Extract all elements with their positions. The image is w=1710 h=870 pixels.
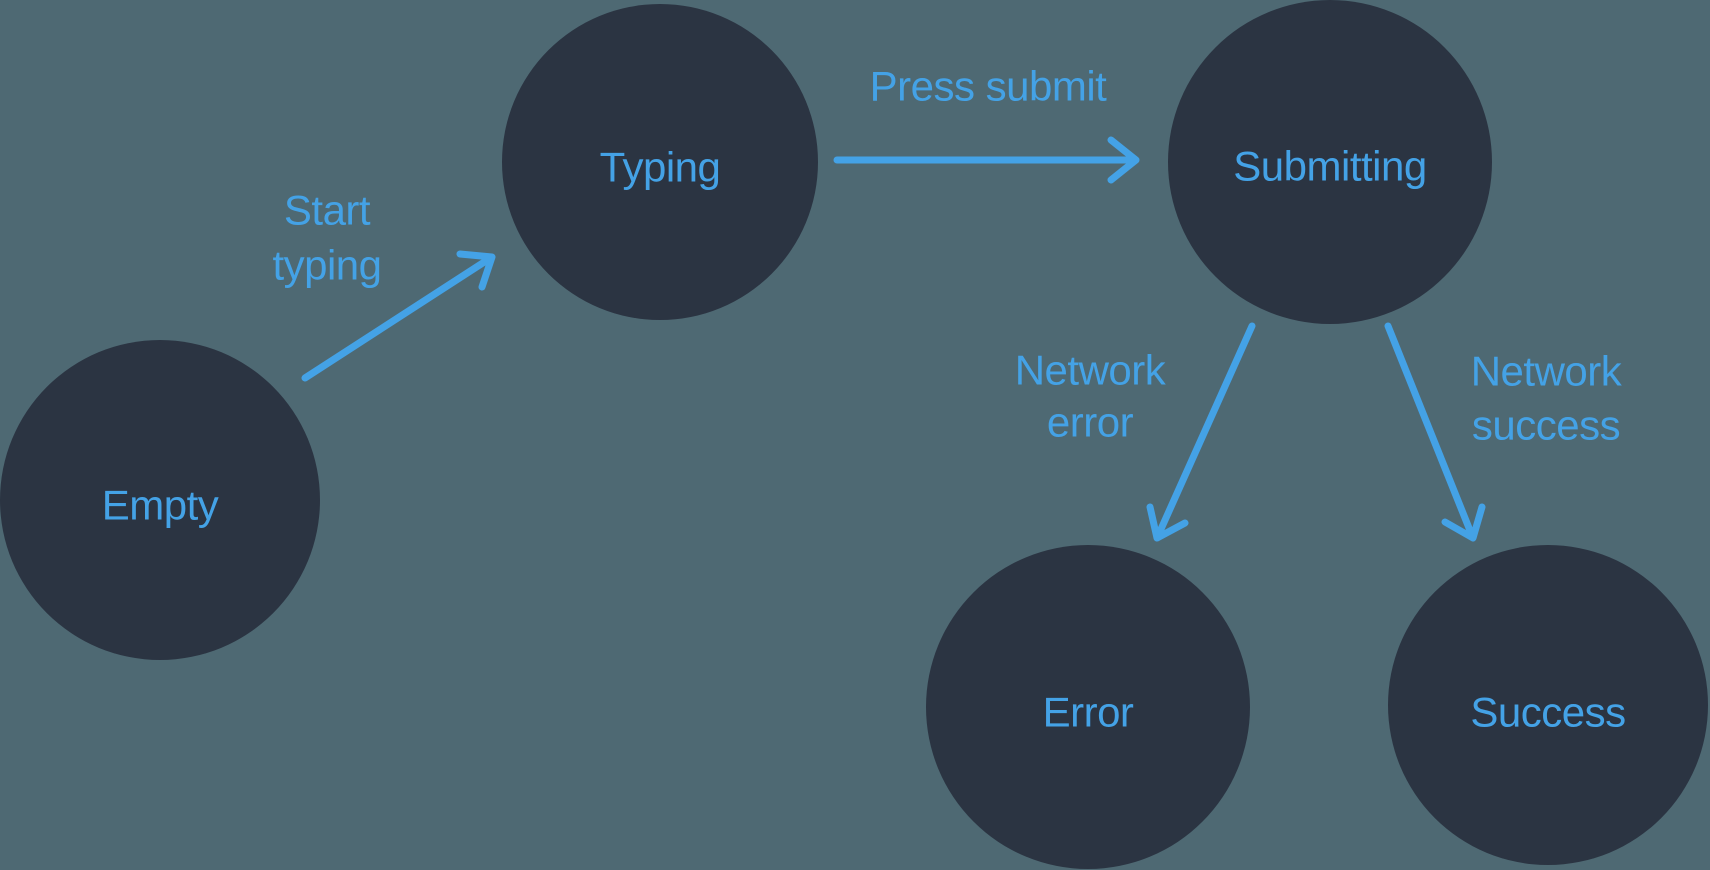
state-circle-typing: [502, 4, 818, 320]
state-node-error: Error: [926, 545, 1250, 869]
transition-press-submit: Press submit: [833, 63, 1140, 184]
transition-label-start-typing-line2: typing: [272, 242, 381, 289]
arrow-typing-to-submitting: [833, 136, 1140, 184]
state-circle-success: [1388, 545, 1708, 865]
state-label-success: Success: [1470, 689, 1625, 736]
transition-label-start-typing-line1: Start: [284, 187, 371, 234]
arrow-empty-to-typing: [301, 250, 496, 382]
state-circle-empty: [0, 340, 320, 660]
transition-label-network-success-line1: Network: [1471, 348, 1623, 395]
state-node-typing: Typing: [502, 4, 818, 320]
state-label-empty: Empty: [102, 482, 219, 529]
transition-network-success: Network success: [1384, 322, 1623, 542]
transition-label-network-error-line2: error: [1047, 399, 1134, 446]
state-label-error: Error: [1043, 689, 1134, 736]
arrow-submitting-to-success: [1384, 322, 1486, 542]
state-label-submitting: Submitting: [1233, 143, 1426, 190]
state-node-submitting: Submitting: [1168, 0, 1492, 324]
transition-label-press-submit: Press submit: [870, 63, 1108, 110]
transition-network-error: Network error: [1015, 322, 1256, 542]
state-label-typing: Typing: [600, 144, 721, 191]
transition-start-typing: Start typing: [272, 187, 496, 382]
arrow-submitting-to-error: [1146, 322, 1256, 542]
state-circle-error: [926, 545, 1250, 869]
transition-label-network-error-line1: Network: [1015, 347, 1167, 394]
state-node-success: Success: [1388, 545, 1708, 865]
state-circle-submitting: [1168, 0, 1492, 324]
transition-label-network-success-line2: success: [1472, 402, 1620, 449]
state-node-empty: Empty: [0, 340, 320, 660]
